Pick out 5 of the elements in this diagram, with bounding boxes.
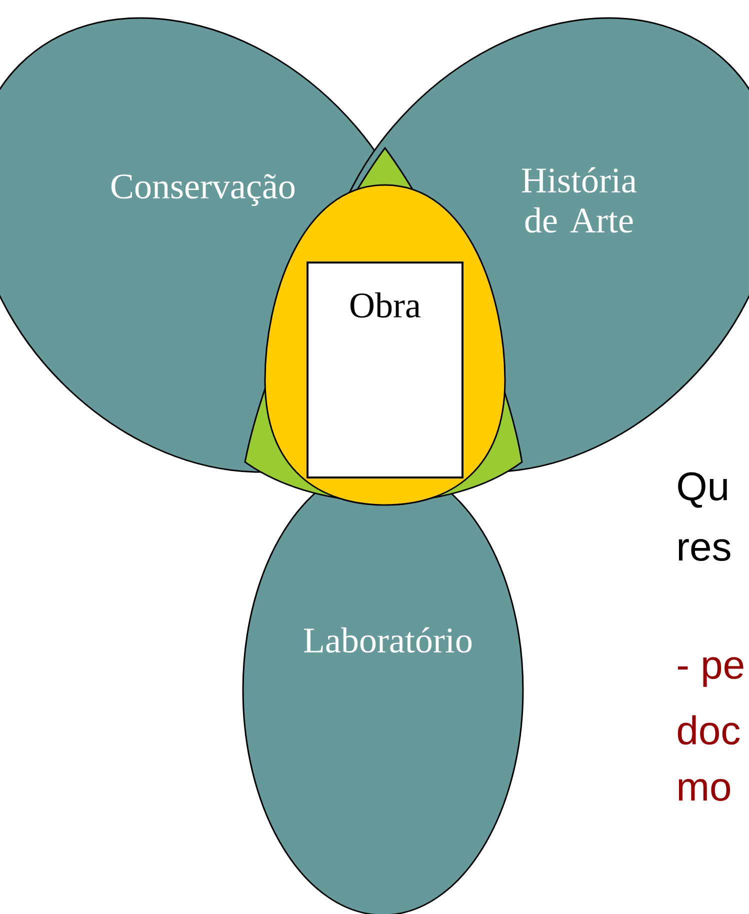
side-text: res — [678, 539, 730, 561]
side-text: doc — [678, 715, 740, 745]
text-box: Obra — [306, 262, 464, 478]
side-text: - pe — [678, 657, 744, 687]
side-text: mo — [678, 779, 730, 801]
